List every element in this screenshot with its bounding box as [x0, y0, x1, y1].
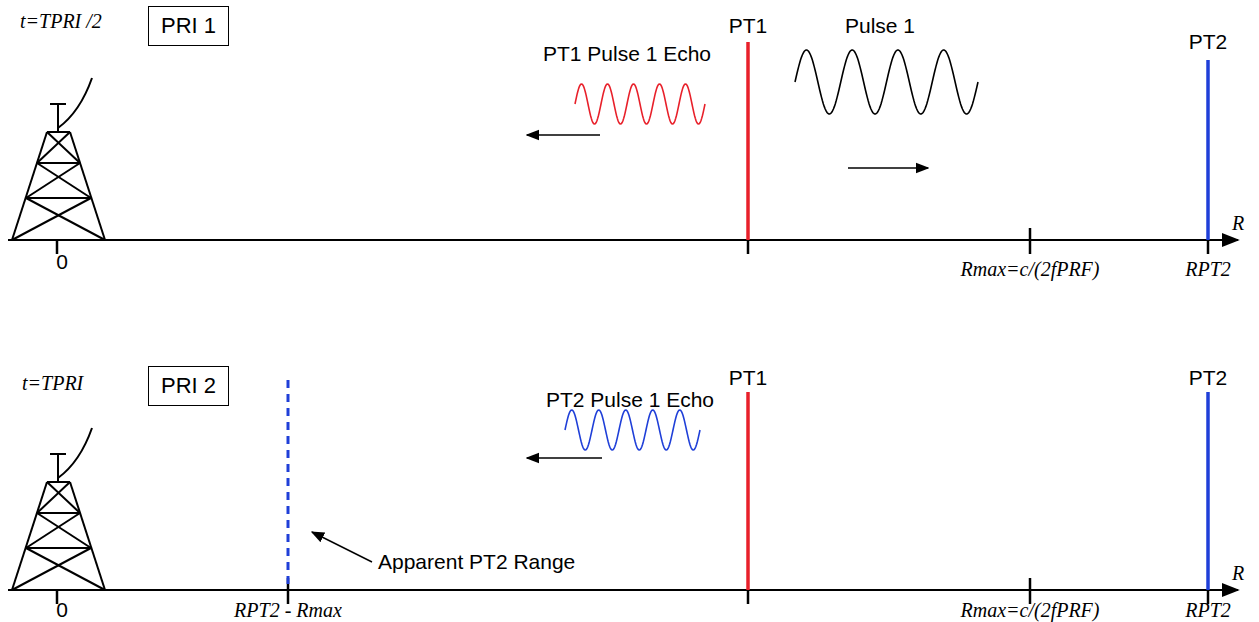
- pri-label: PRI 2: [161, 373, 216, 398]
- echo-label: PT1 Pulse 1 Echo: [543, 42, 711, 65]
- range-label: RPT2: [1185, 599, 1231, 621]
- pulse-wave: [795, 50, 978, 114]
- target-label: PT2: [1189, 366, 1228, 389]
- pulse-wave: [565, 410, 700, 450]
- callout-label: Apparent PT2 Range: [378, 550, 575, 573]
- range-label: RPT2 - Rmax: [234, 599, 342, 621]
- time-label: t=TPRI /2: [20, 10, 102, 32]
- range-label: Rmax=c/(2fPRF): [961, 258, 1100, 280]
- pulse-wave: [575, 84, 705, 124]
- time-label: t=TPRI: [22, 372, 83, 394]
- pri-label: PRI 1: [161, 13, 216, 38]
- target-label: PT2: [1189, 30, 1228, 53]
- axis-label: R: [1232, 562, 1244, 584]
- echo-label: PT2 Pulse 1 Echo: [546, 388, 714, 411]
- axis-label: R: [1232, 212, 1244, 234]
- axis-origin: 0: [56, 598, 68, 621]
- pri-box: PRI 2: [148, 366, 229, 406]
- range-label: Rmax=c/(2fPRF): [961, 599, 1100, 621]
- target-label: PT1: [729, 14, 768, 37]
- pri-box: PRI 1: [148, 6, 229, 46]
- target-label: PT1: [729, 366, 768, 389]
- axis-origin: 0: [56, 250, 68, 273]
- range-label: RPT2: [1185, 258, 1231, 280]
- pulse-label: Pulse 1: [845, 14, 915, 37]
